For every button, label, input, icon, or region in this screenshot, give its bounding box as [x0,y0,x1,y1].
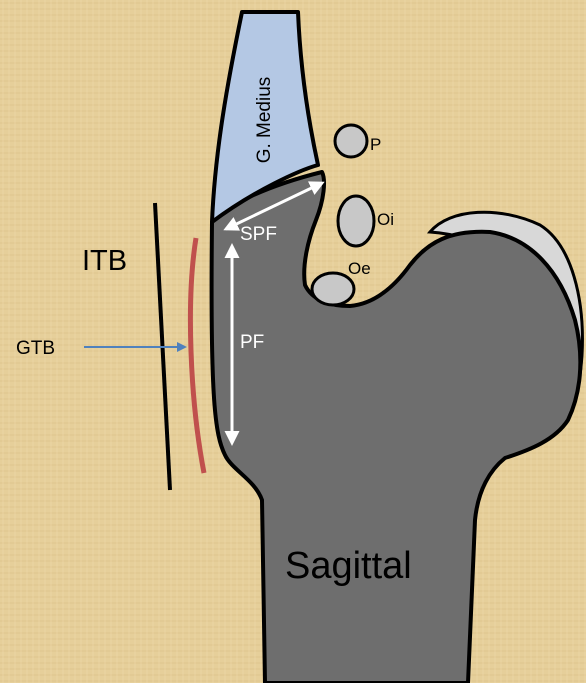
sagittal-label: Sagittal [285,545,412,587]
spf-label: SPF [240,224,277,245]
itb-label: ITB [82,245,127,277]
oi-ellipse [338,196,374,246]
g-medius-label: G. Medius [254,77,275,164]
p-label: P [370,135,381,154]
oi-label: Oi [377,210,394,229]
p-circle [335,125,367,157]
pf-label: PF [240,332,264,353]
gtb-label: GTB [16,338,55,359]
oe-label: Oe [348,259,371,278]
